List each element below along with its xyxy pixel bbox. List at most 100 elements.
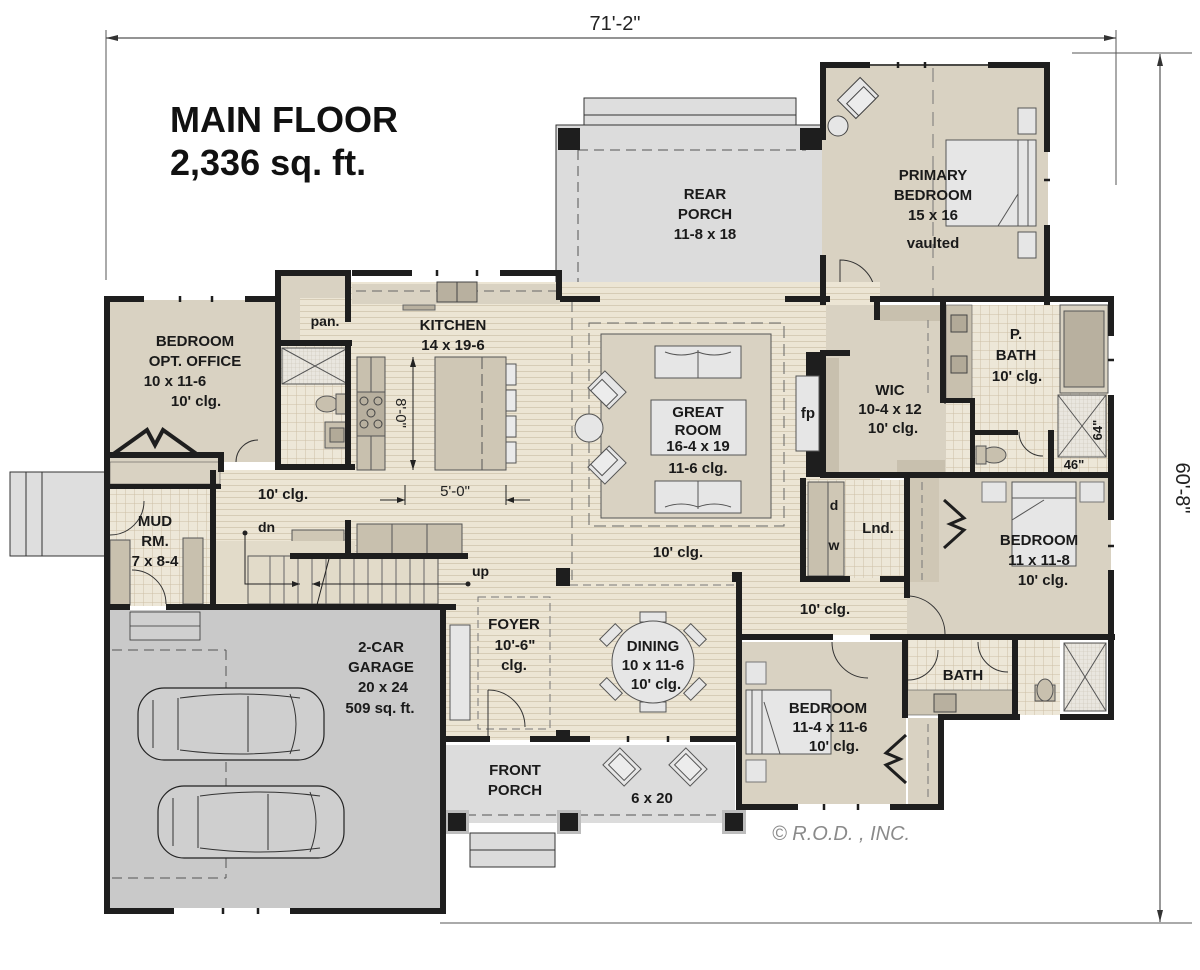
bedroom-office: BEDROOM OPT. OFFICE 10 x 11-6 10' clg. [106,300,276,485]
kitchen-size: 14 x 19-6 [421,337,484,354]
walk-in-closet: WIC 10-4 x 12 10' clg. [825,305,971,475]
bedroom-office-size: 10 x 11-6 [144,373,207,390]
primary-bedroom-ceiling: vaulted [907,235,960,252]
walls [104,62,1115,914]
kitchen-name: KITCHEN [420,317,487,334]
toilet-icon [1034,678,1056,702]
great-room-name-1: GREAT [672,404,723,421]
wic-ceiling: 10' clg. [868,420,918,437]
bedroom-3-name: BEDROOM [789,700,867,717]
toilet-icon [315,393,347,415]
copyright: © R.O.D. , INC. [772,823,910,845]
floor-name: MAIN FLOOR [170,99,398,140]
front-porch-size: 6 x 20 [631,790,673,807]
bedroom-3-ceiling: 10' clg. [809,738,859,755]
armchair-icon [668,747,708,787]
mud-room-size: 7 x 8-4 [132,553,179,570]
great-room: GREAT ROOM 16-4 x 19 11-6 clg. 10' clg. [571,300,785,580]
dining: DINING 10 x 11-6 10' clg. [570,584,734,713]
half-bath [280,345,350,470]
depth-dimension: 60'-8" [440,52,1193,924]
dryer-label: d [830,497,839,513]
great-room-ceiling: 11-6 clg. [668,460,727,477]
rear-porch-name-1: REAR [684,186,727,203]
overall-depth-label: 60'-8" [1171,463,1193,514]
shower-icon [1063,642,1107,712]
staircase [242,530,471,625]
armchair-icon [587,370,627,410]
front-porch-name-1: FRONT [489,762,541,779]
toilet-icon [975,445,1007,465]
counter-run-label: 8'-0" [392,398,409,428]
front-porch: FRONT PORCH 6 x 20 [445,745,746,868]
bedroom-2-size: 11 x 11-8 [1008,552,1070,569]
shower-width-label: 46" [1064,457,1085,472]
rear-porch-size: 11-8 x 18 [674,226,737,243]
car-icon [157,785,345,859]
primary-bath: 64" 46" P. BATH 10' clg. [945,304,1109,475]
primary-bath-name-1: P. [1010,326,1022,343]
window-marks [104,62,1114,914]
stairs-down-label: dn [258,519,275,535]
dining-name: DINING [627,638,680,655]
rear-porch-name-2: PORCH [678,206,732,223]
bedroom-office-name-2: OPT. OFFICE [149,353,242,370]
primary-bedroom-size: 15 x 16 [908,207,958,224]
cooktop-icon [356,391,386,437]
bedroom-2-ceiling: 10' clg. [1018,572,1068,589]
bedroom-3: BEDROOM 11-4 x 11-6 10' clg. [742,641,940,808]
bedroom-office-ceiling: 10' clg. [171,393,221,410]
pantry: pan. [280,275,350,345]
great-room-size: 16-4 x 19 [666,438,729,455]
overall-width-label: 71'-2" [590,13,641,35]
wic-size: 10-4 x 12 [858,401,921,418]
front-porch-name-2: PORCH [488,782,542,799]
garage-name-2: GARAGE [348,659,414,676]
fireplace-label: fp [801,405,815,422]
bedroom-3-size: 11-4 x 11-6 [792,719,867,736]
laundry-name: Lnd. [862,520,894,537]
aisle-dimension: 5'-0" [380,483,530,505]
sofa-icon [654,345,742,379]
foyer-name: FOYER [488,616,540,633]
sofa-icon [654,480,742,514]
wic-name: WIC [875,382,904,399]
mud-room: MUD RM. 7 x 8-4 [9,471,215,606]
bedroom-2-name: BEDROOM [1000,532,1078,549]
stairs-up-label: up [472,563,489,579]
primary-bedroom-name-1: PRIMARY [899,167,968,184]
primary-bath-name-2: BATH [996,347,1037,364]
shower-icon: 64" 46" [1057,394,1107,472]
great-room-name-2: ROOM [675,422,722,439]
bedroom-2: BEDROOM 11 x 11-8 10' clg. [906,478,1111,635]
counter-dimension: 8'-0" [392,357,416,470]
armchair-icon [587,445,627,485]
bathtub-icon [1059,304,1109,394]
shower-depth-label: 64" [1090,420,1105,441]
great-room-lower-ceiling: 10' clg. [653,544,703,561]
hall-bath: BATH [905,640,1107,716]
dining-size: 10 x 11-6 [622,657,685,674]
car-icon [137,687,325,761]
foyer-ceiling-1: 10'-6" [495,637,536,654]
garage: 2-CAR GARAGE 20 x 24 509 sq. ft. [108,610,443,908]
laundry: d w Lnd. [806,480,904,578]
garage-size: 20 x 24 [358,679,409,696]
armchair-icon [602,747,642,787]
island [434,356,517,471]
stair-hall: 10' clg. dn [215,486,489,625]
kitchen: 8'-0" 5'-0" KITCHEN 14 x 19-6 [352,281,560,505]
aisle-label: 5'-0" [440,483,470,500]
bedroom-office-name-1: BEDROOM [156,333,234,350]
floor-area: 2,336 sq. ft. [170,142,367,183]
hall-ceiling: 10' clg. [258,486,308,503]
mud-room-name-2: RM. [141,533,169,550]
foyer: FOYER 10'-6" clg. [449,596,551,740]
armchair-icon [836,76,880,120]
pantry-label: pan. [311,313,340,329]
foyer-ceiling-2: clg. [501,657,527,674]
dining-ceiling: 10' clg. [631,676,681,693]
bath-name: BATH [943,667,984,684]
garage-name-1: 2-CAR [358,639,404,656]
